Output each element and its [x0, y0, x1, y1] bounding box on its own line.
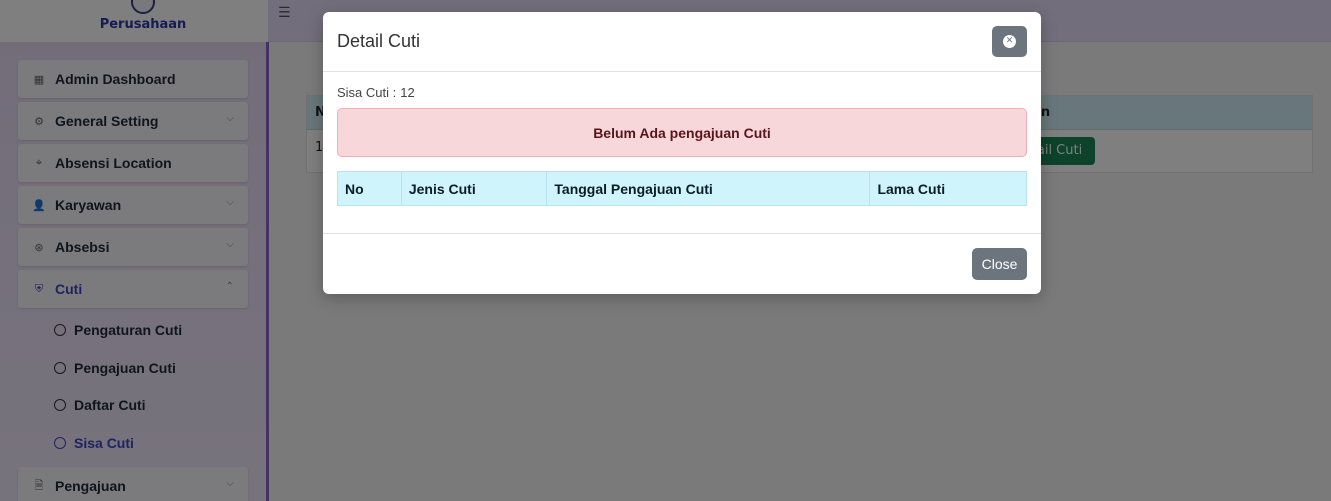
sisa-cuti-value: 12: [400, 85, 415, 100]
close-icon: ✕: [1003, 35, 1016, 48]
column-header-lama-cuti: Lama Cuti: [877, 180, 946, 197]
modal-header: Detail Cuti ✕: [323, 12, 1041, 72]
close-button[interactable]: Close: [972, 248, 1027, 280]
sisa-cuti-info: Sisa Cuti :12: [337, 85, 419, 100]
cuti-detail-table-header: No Jenis Cuti Tanggal Pengajuan Cuti Lam…: [337, 171, 1027, 206]
sisa-cuti-label: Sisa Cuti :: [337, 85, 397, 100]
modal-title: Detail Cuti: [337, 31, 421, 51]
column-header-no: No: [338, 172, 402, 205]
column-header-jenis-cuti: Jenis Cuti: [402, 172, 548, 205]
modal-close-x-button[interactable]: ✕: [992, 26, 1027, 57]
column-header-tanggal-pengajuan: Tanggal Pengajuan Cuti: [547, 172, 871, 205]
detail-cuti-modal: Detail Cuti ✕ Sisa Cuti :12 Belum Ada pe…: [323, 12, 1041, 294]
empty-state-alert: Belum Ada pengajuan Cuti: [337, 108, 1027, 157]
modal-footer: Close: [323, 233, 1041, 294]
